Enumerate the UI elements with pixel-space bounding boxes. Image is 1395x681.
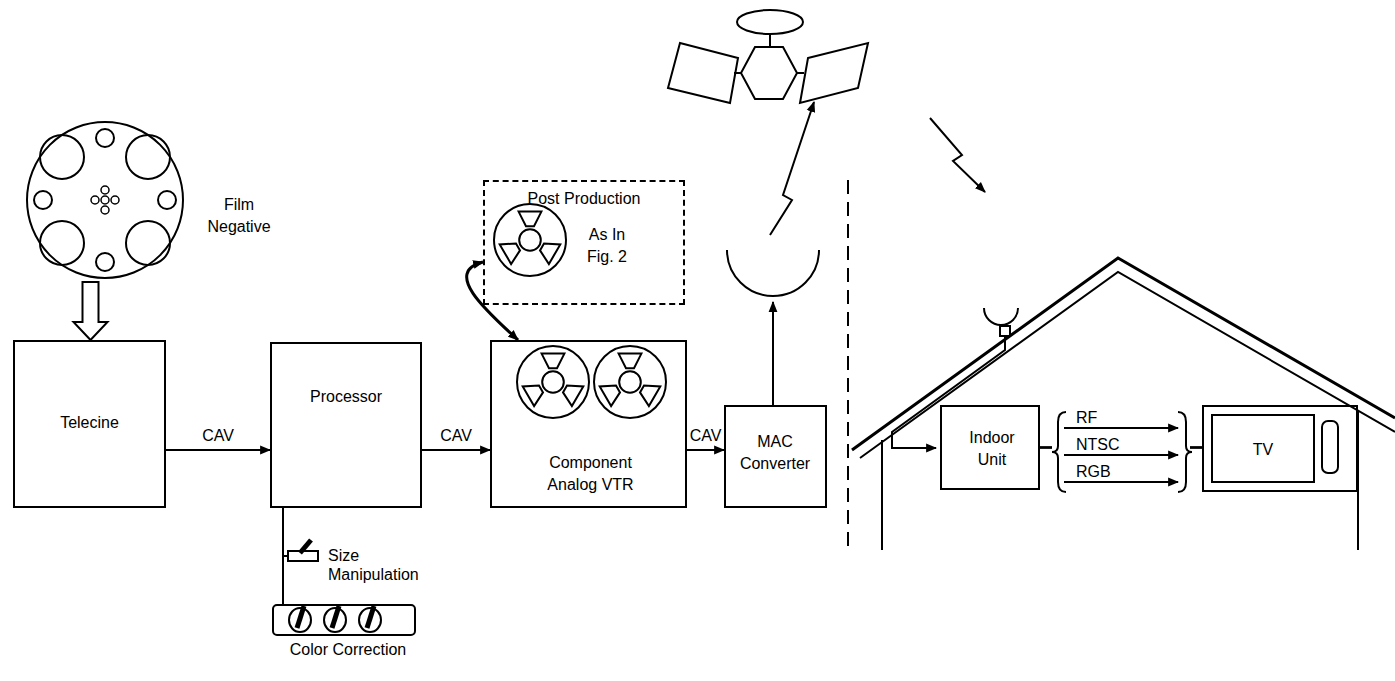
- tv-set: TV: [1202, 405, 1358, 492]
- film-reel-drawing: [25, 120, 185, 280]
- reel-window: [519, 212, 542, 227]
- reel-window: [640, 386, 660, 407]
- node-label: Component Analog VTR: [528, 452, 653, 497]
- film-reel: Film Negative: [25, 120, 185, 280]
- signal-label: CAV: [200, 426, 236, 445]
- node-label: Telecine: [19, 412, 160, 434]
- tv-drawing: [1204, 407, 1356, 490]
- tape-reel: [494, 204, 566, 276]
- uplink-dish: [727, 250, 819, 296]
- satellite-body: [741, 47, 797, 99]
- signal-label: CAV: [438, 426, 474, 445]
- reel-hub: [619, 371, 641, 393]
- hollow-arrow: [74, 282, 108, 340]
- tape-reel: [517, 346, 589, 418]
- reel-window: [523, 386, 543, 407]
- part-label: Size Manipulation: [326, 546, 440, 584]
- reel-outline: [27, 122, 183, 278]
- signal-arrow: [166, 449, 270, 451]
- signal-label: RF: [1074, 408, 1099, 427]
- home-dish: [984, 308, 1018, 325]
- process-box: Processor: [270, 342, 422, 508]
- process-box: Post Production As In Fig. 2: [483, 180, 685, 305]
- tv-screen: [1212, 415, 1314, 482]
- knob-lever: [297, 606, 304, 628]
- reel-window: [563, 386, 583, 407]
- reel-hole: [96, 253, 114, 271]
- signal-label: RGB: [1074, 462, 1113, 481]
- uplink-signal: [770, 102, 814, 235]
- process-box: Indoor Unit: [940, 405, 1040, 490]
- signal-label: NTSC: [1074, 435, 1122, 454]
- reel-window: [600, 386, 620, 407]
- reel-hub-hole: [101, 196, 109, 204]
- switch-lever: [300, 540, 311, 553]
- transfer-arrow: [467, 262, 518, 340]
- reel-window: [500, 244, 520, 265]
- divider-line: [847, 180, 849, 550]
- part-label: Color Correction: [276, 640, 420, 659]
- antenna-stem: [769, 34, 771, 47]
- node-note: As In Fig. 2: [577, 224, 637, 269]
- reel-window: [619, 354, 642, 369]
- node-label: Film Negative: [193, 194, 285, 239]
- reel-hole: [34, 191, 52, 209]
- dish-lnb: [1000, 326, 1010, 336]
- tv-control: [1322, 421, 1338, 473]
- node-label: Post Production: [489, 188, 679, 210]
- reel-hole: [96, 129, 114, 147]
- reel-hub-hole: [101, 206, 109, 214]
- node-label: Indoor Unit: [960, 427, 1024, 472]
- color-knob-panel: [273, 605, 415, 635]
- downlink-signal: [930, 118, 985, 192]
- reel-hole: [158, 191, 176, 209]
- reel-hub-hole: [111, 196, 119, 204]
- panel-arm: [734, 72, 741, 74]
- feed-arrow: [772, 302, 774, 405]
- reel-hub: [519, 229, 541, 251]
- reel-window: [126, 221, 170, 265]
- solar-panel: [668, 43, 738, 103]
- signal-brace: [1178, 412, 1192, 492]
- signal-brace: [1052, 412, 1066, 492]
- reel-window: [540, 244, 560, 265]
- reel-hub-hole: [91, 196, 99, 204]
- reel-window: [126, 135, 170, 179]
- reel-window: [40, 221, 84, 265]
- panel-arm: [797, 72, 804, 74]
- process-box: Telecine: [13, 340, 166, 508]
- solar-panel: [800, 43, 868, 103]
- process-box: Component Analog VTR: [490, 340, 687, 508]
- tape-reel: [594, 346, 666, 418]
- satellite-antenna: [737, 10, 803, 34]
- house-wall: [881, 440, 883, 550]
- signal-arrow: [687, 449, 724, 451]
- reel-hub: [542, 371, 564, 393]
- reel-hub-hole: [101, 186, 109, 194]
- knob-lever: [367, 606, 374, 628]
- process-box: MAC Converter: [724, 405, 827, 508]
- node-label: Processor: [276, 386, 416, 408]
- reel-window: [40, 135, 84, 179]
- node-label: MAC Converter: [729, 431, 821, 476]
- node-label: TV: [1214, 439, 1312, 461]
- reel-window: [542, 354, 565, 369]
- signal-arrow: [422, 449, 490, 451]
- signal-label: CAV: [688, 426, 724, 445]
- knob-lever: [332, 606, 339, 628]
